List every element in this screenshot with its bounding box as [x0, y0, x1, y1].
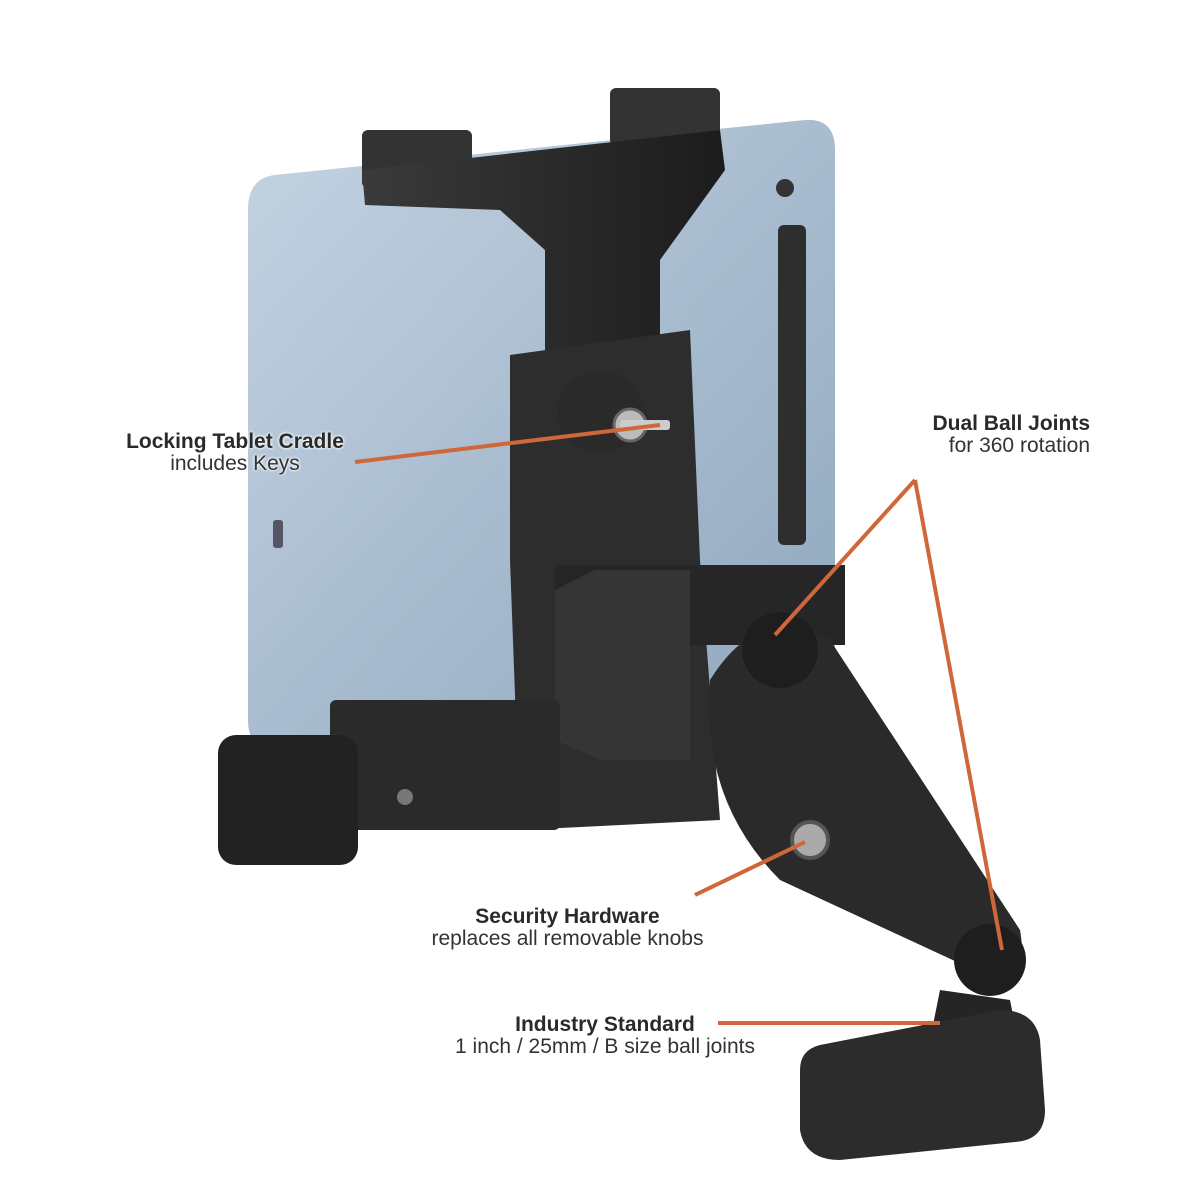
callout-subtitle: includes Keys [170, 452, 300, 476]
callout-subtitle: replaces all removable knobs [431, 927, 704, 951]
callout-title: Industry Standard [515, 1013, 695, 1036]
cradle [218, 88, 845, 865]
callout-locking-cradle: Locking Tablet Cradle includes Keys [95, 430, 375, 476]
callout-lines [354, 423, 1004, 1025]
callout-title: Security Hardware [475, 905, 660, 928]
callout-industry-standard: Industry Standard 1 inch / 25mm / B size… [410, 1013, 800, 1059]
callout-ball-joints: Dual Ball Joints for 360 rotation [860, 412, 1090, 458]
callout-title: Locking Tablet Cradle [126, 430, 344, 453]
callout-subtitle: for 360 rotation [948, 434, 1090, 458]
arm [708, 612, 1045, 1160]
callout-title: Dual Ball Joints [932, 412, 1090, 435]
callout-security-hardware: Security Hardware replaces all removable… [390, 905, 745, 951]
callout-subtitle: 1 inch / 25mm / B size ball joints [455, 1035, 755, 1059]
